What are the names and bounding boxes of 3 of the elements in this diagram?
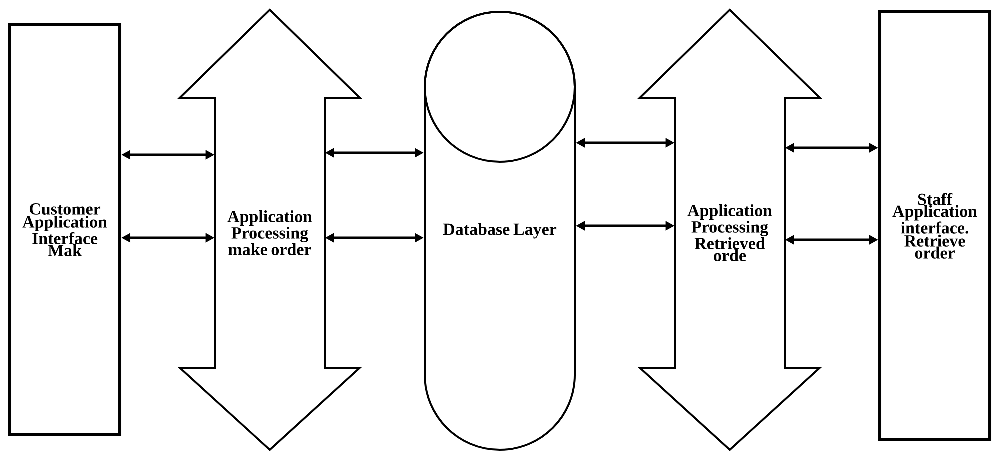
interface-box: Staff Application interface. Retrieve order (878, 10, 992, 442)
database-cylinder: Database Layer (424, 11, 576, 451)
interface-box: Customer Application Interface Mak (8, 24, 122, 436)
